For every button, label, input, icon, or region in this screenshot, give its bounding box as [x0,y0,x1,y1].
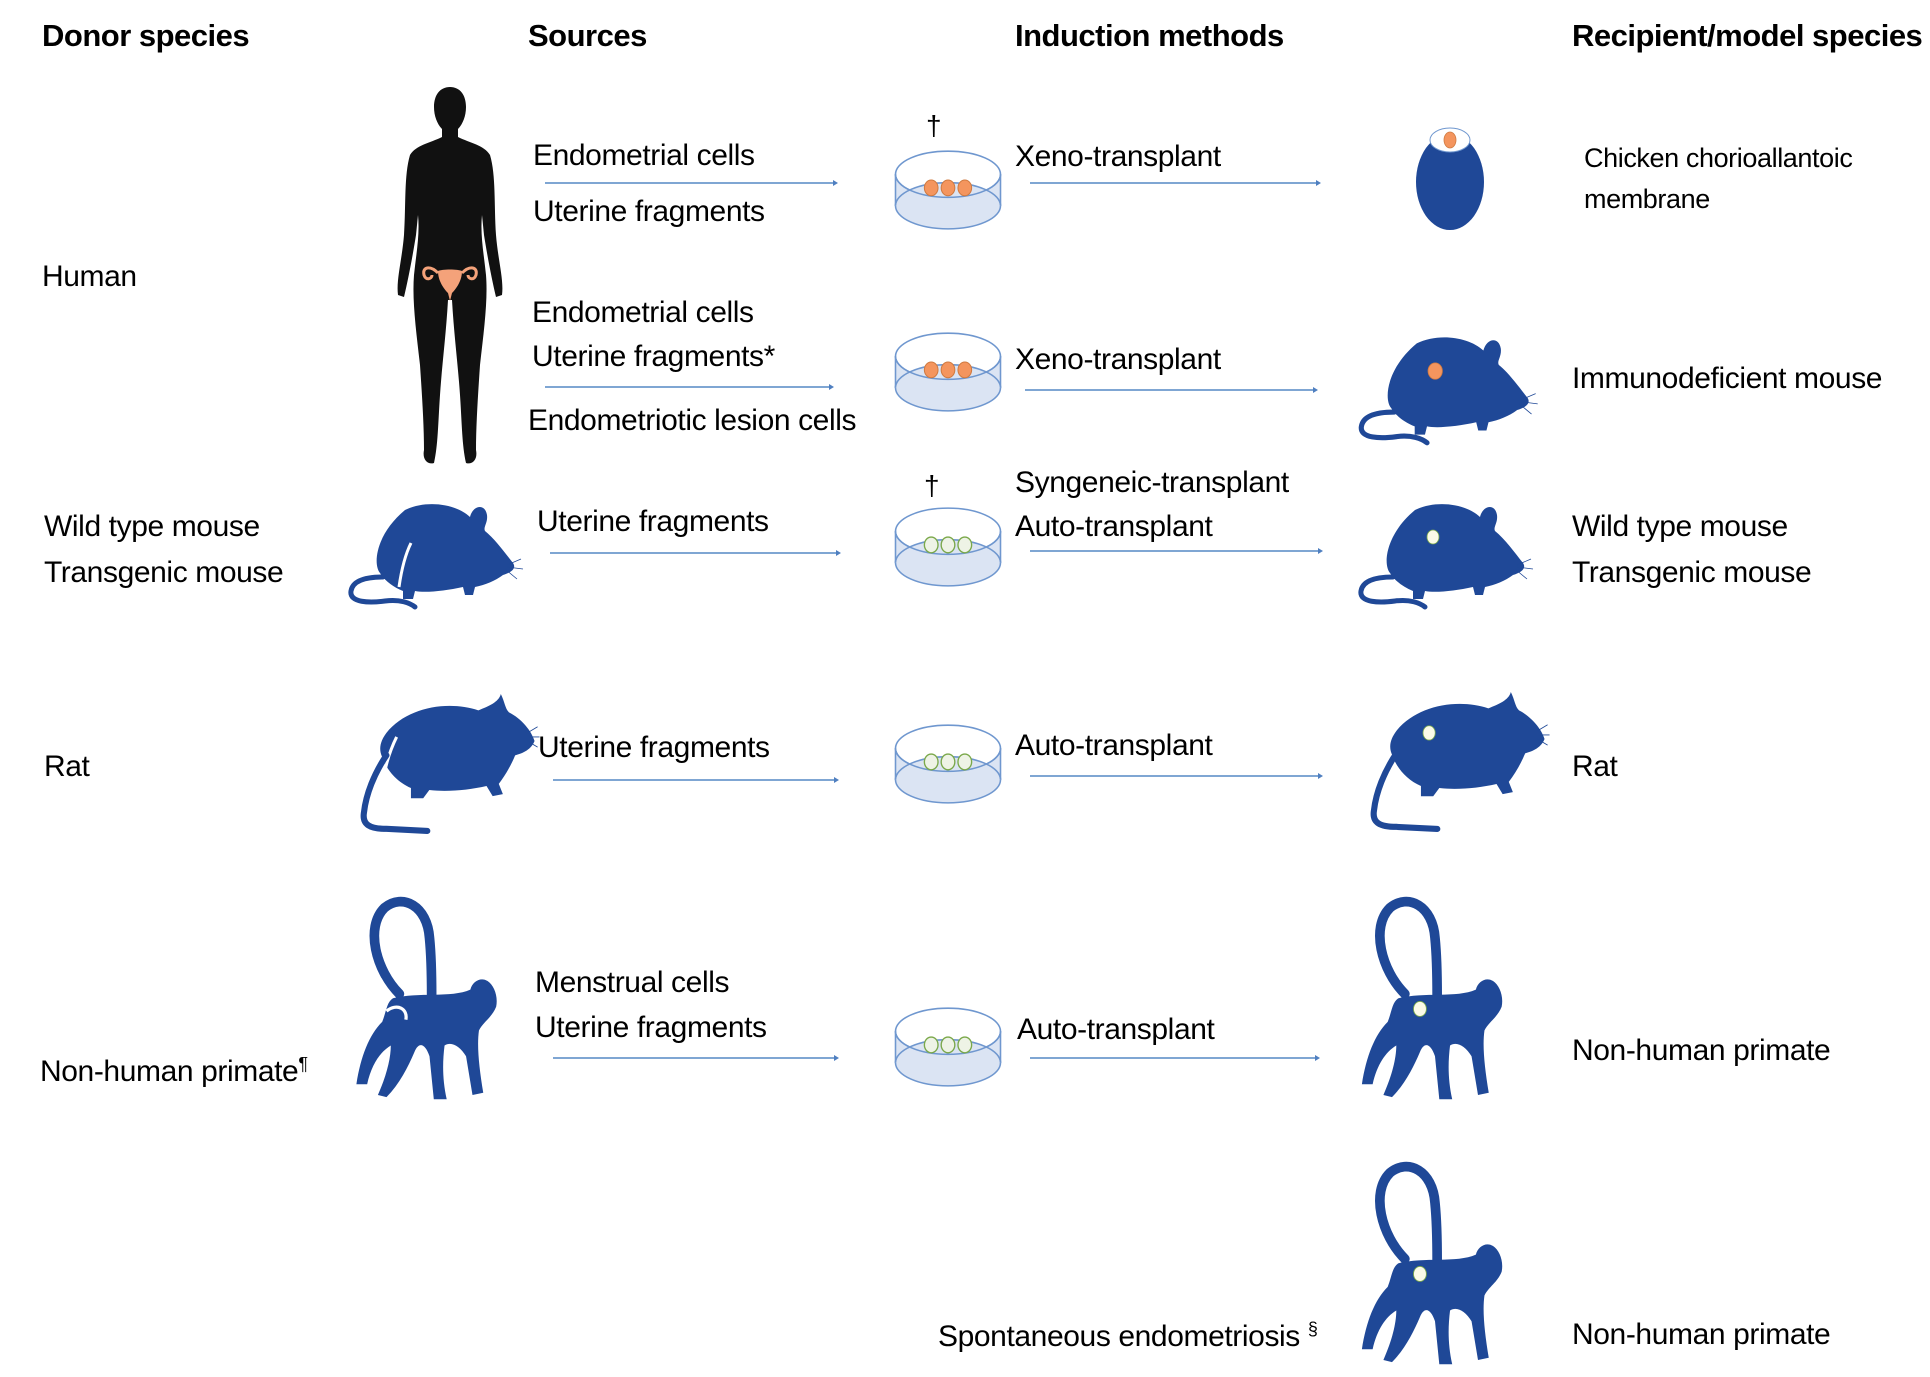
recipient-chicken-cam-line1: Chicken chorioallantoic [1584,143,1853,173]
recipient-monkey-icon [1345,895,1525,1110]
petri-dish-icon-1 [888,148,1008,232]
donor-non-human-primate: Non-human primate¶ [40,1055,308,1087]
petri-dish-icon-5 [888,1005,1008,1089]
source-endometriotic-lesion-cells: Endometriotic lesion cells [528,404,857,437]
petri-dish-icon-4 [888,722,1008,806]
source-endometrial-cells-2: Endometrial cells [532,296,754,329]
arrow-dish-to-recipient-2 [1025,387,1318,393]
source-menstrual-cells: Menstrual cells [535,966,730,999]
arrow-source-to-dish-3 [550,550,841,556]
recipient-mouse-icon [1355,495,1535,615]
header-sources: Sources [528,18,647,53]
induction-syngeneic-transplant: Syngeneic-transplant [1015,466,1289,499]
immunodeficient-mouse-icon [1355,328,1540,451]
source-uterine-fragments-4: Uterine fragments [538,731,770,764]
donor-transgenic-mouse: Transgenic mouse [44,556,284,589]
dagger-mark-1: † [926,110,942,141]
spontaneous-endometriosis-label: Spontaneous endometriosis [938,1320,1300,1353]
arrow-source-to-dish-5 [553,1055,839,1061]
egg-icon [1416,127,1484,230]
induction-spontaneous-endometriosis: Spontaneous endometriosis § [938,1319,1318,1353]
source-uterine-fragments-3: Uterine fragments [537,505,769,538]
petri-dish-icon-2 [888,330,1008,414]
source-uterine-fragments-2: Uterine fragments* [532,340,775,373]
header-donor-species: Donor species [42,18,250,53]
donor-wild-type-mouse: Wild type mouse [44,510,260,543]
recipient-non-human-primate-1: Non-human primate [1572,1034,1831,1067]
arrow-source-to-dish-1 [545,180,838,186]
donor-monkey-icon [342,895,517,1110]
donor-rat-icon [335,692,540,835]
source-uterine-fragments-1: Uterine fragments [533,195,765,228]
induction-auto-transplant-5: Auto-transplant [1017,1013,1215,1046]
arrow-dish-to-recipient-3 [1030,548,1323,554]
source-endometrial-cells-1: Endometrial cells [533,139,755,172]
arrow-source-to-dish-2 [545,384,834,390]
donor-rat: Rat [44,750,90,783]
pilcrow-mark: ¶ [298,1054,308,1074]
petri-dish-icon-3 [888,505,1008,589]
arrow-dish-to-recipient-4 [1030,773,1323,779]
section-mark: § [1307,1319,1318,1339]
induction-xeno-transplant-2: Xeno-transplant [1015,343,1221,376]
spontaneous-monkey-icon [1345,1160,1525,1375]
human-female-icon [397,87,503,464]
donor-non-human-primate-label: Non-human primate [40,1055,299,1088]
donor-mouse-icon [345,495,525,615]
arrow-dish-to-recipient-1 [1030,180,1321,186]
donor-human: Human [42,260,137,293]
induction-auto-transplant-3: Auto-transplant [1015,510,1213,543]
recipient-transgenic-mouse: Transgenic mouse [1572,556,1812,589]
dagger-mark-3: † [924,470,940,501]
recipient-rat-icon [1345,690,1550,833]
recipient-chicken-cam-line2: membrane [1584,184,1710,214]
arrow-dish-to-recipient-5 [1030,1055,1320,1061]
header-recipient-species: Recipient/model species [1572,18,1923,53]
induction-auto-transplant-4: Auto-transplant [1015,729,1213,762]
recipient-rat: Rat [1572,750,1618,783]
uterus-icon [422,266,478,301]
recipient-wild-type-mouse: Wild type mouse [1572,510,1788,543]
induction-xeno-transplant-1: Xeno-transplant [1015,140,1221,173]
recipient-non-human-primate-2: Non-human primate [1572,1318,1831,1351]
arrow-source-to-dish-4 [553,777,839,783]
source-uterine-fragments-5: Uterine fragments [535,1011,767,1044]
header-induction-methods: Induction methods [1015,18,1284,53]
recipient-immunodeficient-mouse: Immunodeficient mouse [1572,362,1883,395]
